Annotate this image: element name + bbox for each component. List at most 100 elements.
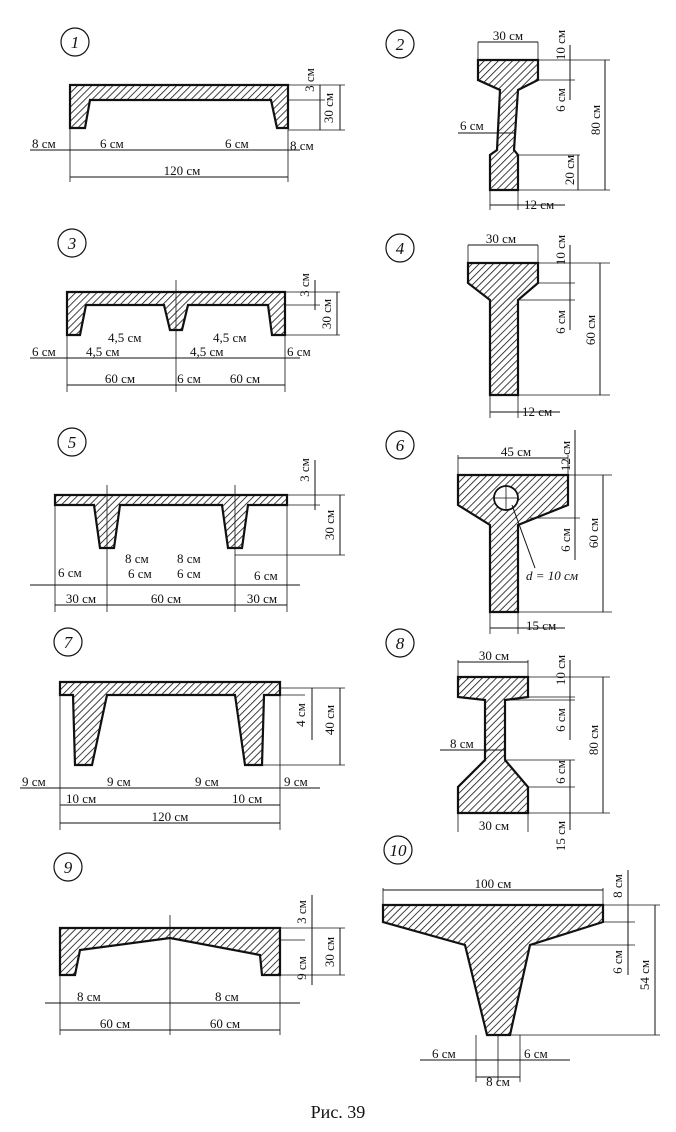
dim-label: 9 см [195,774,219,789]
dim-label: 60 см [210,1016,240,1031]
dim-label: 4,5 см [213,330,247,345]
dim-label: 6 см [524,1046,548,1061]
dim-label: 6 см [553,760,568,784]
figure-2: 2 30 см 10 см 6 см 80 см 6 см 20 см 12 с… [385,28,610,212]
dim-label: 4,5 см [86,344,120,359]
dim-label: 60 см [586,518,601,548]
dim-label: 6 см [128,566,152,581]
figure-caption: Рис. 39 [311,1102,366,1122]
dim-label: 10 см [553,30,568,60]
section-shape [58,680,282,767]
dim-label: 60 см [230,371,260,386]
dim-label: 6 см [432,1046,456,1061]
dim-label: 6 см [58,565,82,580]
dim-label: 6 см [225,136,249,151]
dim-label: 8 см [32,136,56,151]
dim-label: 8 см [177,551,201,566]
dim-label: 6 см [287,344,311,359]
figure-number-circle [57,228,87,258]
dim-label: d = 10 см [526,568,578,583]
dim-label: 6 см [610,950,625,974]
dim-label: 8 см [486,1074,510,1089]
dim-label: 30 см [322,937,337,967]
figure-number-circle [53,852,83,882]
figure-number: 6 [396,436,405,455]
dim-label: 6 см [177,371,201,386]
dim-label: 60 см [105,371,135,386]
dim-label: 100 см [475,876,512,891]
figure-3: 3 3 см 30 см 4,5 см 4,5 см 6 см 4,5 см 4… [30,228,340,392]
figure-number: 4 [396,239,405,258]
figure-number-circle [60,27,90,57]
dim-label: 20 см [562,155,577,185]
dim-label: 10 см [553,235,568,265]
dim-label: 120 см [164,163,201,178]
section-shape [466,261,540,397]
dim-label: 120 см [152,809,189,824]
dim-label: 30 см [322,510,337,540]
dim-label: 4,5 см [108,330,142,345]
figure-number-circle [385,430,415,460]
dim-label: 6 см [32,344,56,359]
dim-label: 6 см [553,310,568,334]
dim-label: 30 см [321,93,336,123]
dim-label: 30 см [247,591,277,606]
dim-label: 8 см [450,736,474,751]
figure-7: 7 4 см 40 см 9 см 9 см 9 см 9 см 10 см 1… [20,627,345,830]
dim-label: 12 см [524,197,554,212]
dim-label: 8 см [77,989,101,1004]
figure-number: 7 [64,633,74,652]
dim-label: 30 см [319,299,334,329]
figure-number: 9 [64,858,73,877]
dim-label: 6 см [100,136,124,151]
section-shape [381,903,605,1037]
dim-label: 3 см [297,273,312,297]
dim-label: 10 см [66,791,96,806]
dim-label: 6 см [558,528,573,552]
figure-5: 5 3 см 30 см 6 см 8 см 6 см 8 см 6 см 6 … [30,427,345,612]
figure-number: 8 [396,634,405,653]
dim-label: 15 см [526,618,556,633]
dim-label: 54 см [637,960,652,990]
figure-1: 1 3 см 30 см 8 см 6 см 6 см 8 см 120 см [30,27,345,182]
figure-8: 8 30 см 10 см 6 см 80 см 8 см 6 см 30 см… [385,628,610,851]
dim-label: 6 см [553,708,568,732]
figure-6: 6 45 см 12 см 6 см 60 см d = 10 см 15 см [385,430,612,634]
figure-number-circle [53,627,83,657]
figure-number: 10 [390,841,408,860]
dim-label: 6 см [460,118,484,133]
dim-label: 3 см [294,900,309,924]
dim-label: 3 см [297,458,312,482]
dim-label: 4,5 см [190,344,224,359]
figure-number-circle [385,29,415,59]
dim-label: 30 см [493,28,523,43]
figure-9: 9 3 см 9 см 30 см 8 см 8 см 60 см 60 см [45,852,345,1035]
dim-label: 80 см [586,725,601,755]
dim-label: 12 см [522,404,552,419]
dim-label: 3 см [302,68,317,92]
dim-label: 10 см [232,791,262,806]
dim-label: 6 см [553,88,568,112]
dim-label: 8 см [610,874,625,898]
dim-label: 8 см [290,138,314,153]
figure-number-circle [385,233,415,263]
section-shape [58,926,282,977]
section-shape [68,83,290,130]
dim-label: 45 см [501,444,531,459]
dim-label: 8 см [125,551,149,566]
figure-number: 1 [71,33,80,52]
dim-label: 9 см [107,774,131,789]
dim-label: 10 см [553,655,568,685]
dim-label: 30 см [479,818,509,833]
dim-label: 60 см [151,591,181,606]
dim-label: 30 см [479,648,509,663]
dim-label: 30 см [66,591,96,606]
dim-label: 9 см [294,956,309,980]
dim-label: 80 см [588,105,603,135]
figure-4: 4 30 см 10 см 6 см 60 см 12 см [385,231,610,419]
section-shape [476,58,540,192]
dim-label: 12 см [558,441,573,471]
dim-label: 40 см [322,705,337,735]
